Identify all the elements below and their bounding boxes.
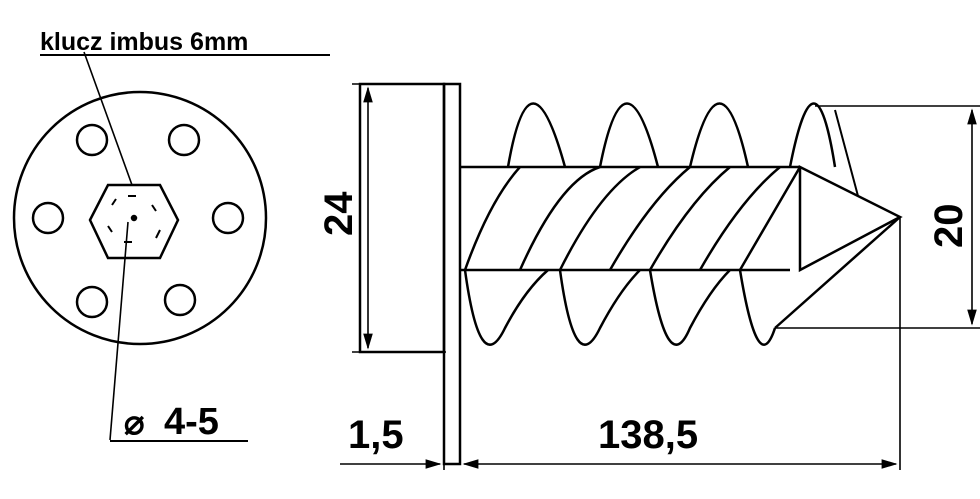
tip-thread (774, 216, 901, 329)
head-hole (163, 283, 197, 317)
socket-center-dashes (107, 195, 161, 243)
head-height-label: 24 (317, 191, 361, 236)
flange-thickness-label: 1,5 (348, 413, 404, 457)
screw-tip (798, 164, 903, 273)
hex-socket-icon (88, 183, 180, 260)
dimensions (340, 83, 980, 470)
diameter-leader-line (109, 221, 129, 441)
head-hole (31, 201, 65, 235)
thread-crests-bottom (463, 269, 777, 346)
head-hole (75, 285, 109, 319)
front-view (12, 51, 330, 442)
hole-diameter-label: 4-5 (164, 401, 219, 443)
head-hole (167, 123, 201, 157)
length-label: 138,5 (598, 413, 698, 457)
socket-center-dot (130, 214, 138, 222)
screw-head-side (358, 82, 446, 354)
flange (442, 82, 462, 466)
head-hole (211, 201, 245, 235)
thread-crests-top (506, 102, 837, 168)
thread-diameter-label: 20 (927, 204, 971, 249)
thread-helix (463, 165, 802, 271)
key-label: klucz imbus 6mm (40, 28, 248, 56)
side-view (358, 82, 903, 466)
screw-head-outline (12, 90, 268, 346)
tip-thread-upper (834, 109, 859, 197)
head-hole (75, 123, 109, 157)
key-leader-line (83, 51, 133, 186)
diameter-symbol: ⌀ (124, 404, 145, 442)
